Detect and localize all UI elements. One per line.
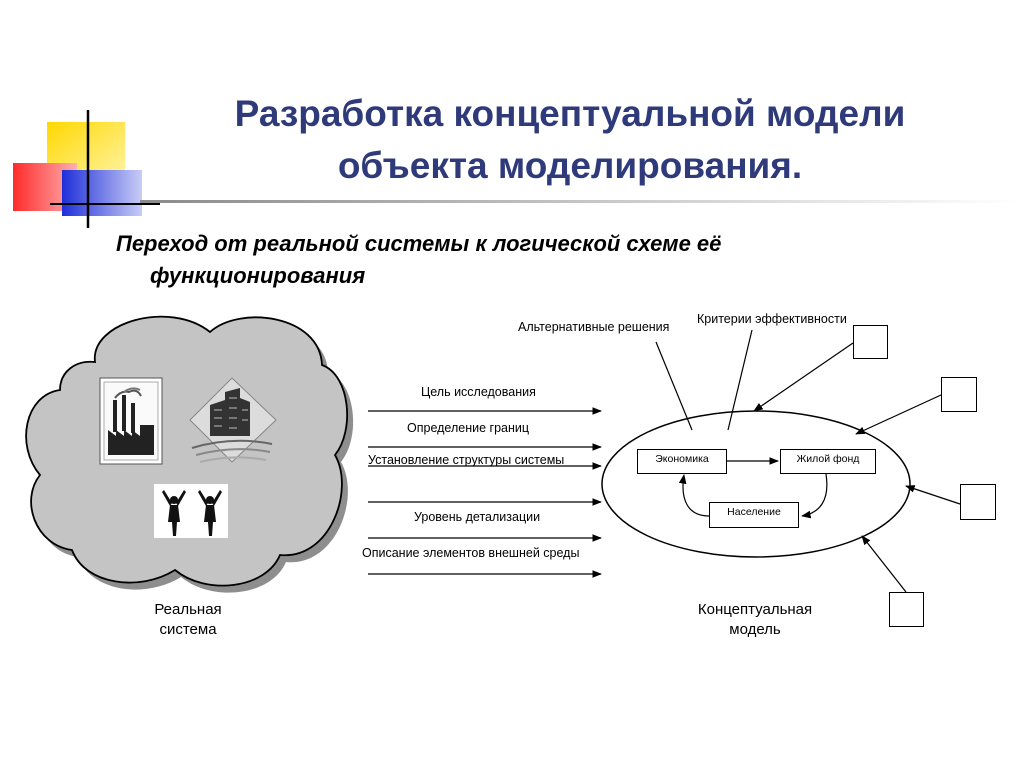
real-system-cloud — [25, 315, 354, 593]
arrow-input-1 — [753, 342, 854, 412]
caption-concept-model-line-2: модель — [729, 621, 781, 638]
title-line-1: Разработка концептуальной модели — [234, 93, 906, 134]
arrow-population-economy — [678, 474, 710, 517]
caption-concept-model: Концептуальная модель — [680, 600, 830, 640]
arrow-input-4 — [861, 535, 907, 593]
caption-concept-model-line-1: Концептуальная — [697, 601, 813, 618]
external-input-square-4 — [889, 592, 924, 627]
caption-real-system-line-2: система — [159, 621, 217, 638]
label-environment: Описание элементов внешней среды — [362, 546, 580, 560]
external-input-square-3 — [960, 484, 996, 520]
box-population: Население — [709, 502, 799, 528]
external-input-square-2 — [941, 377, 977, 412]
factory-icon — [99, 377, 163, 465]
buildings-icon — [189, 377, 277, 463]
label-detail-level: Уровень детализации — [414, 510, 541, 524]
box-economy: Экономика — [637, 449, 727, 474]
subtitle-line-2: функционирования — [150, 263, 366, 288]
label-alternative-solutions: Альтернативные решения — [518, 320, 670, 334]
label-boundaries: Определение границ — [407, 421, 530, 435]
label-research-goal: Цель исследования — [421, 385, 536, 399]
label-structure: Установление структуры системы — [368, 453, 565, 467]
arrow-input-2 — [855, 394, 942, 435]
criteria-pointer — [727, 329, 753, 431]
arrow-housing-population — [801, 473, 828, 519]
title-underline — [140, 200, 1020, 203]
external-input-square-1 — [853, 325, 888, 359]
concept-model-ellipse — [601, 410, 911, 558]
subtitle-line-1: Переход от реальной системы к логической… — [116, 231, 722, 256]
people-icon — [154, 484, 228, 538]
caption-real-system-line-1: Реальная — [154, 601, 222, 618]
title-line-2: объекта моделирования. — [337, 145, 803, 186]
caption-real-system: Реальная система — [128, 600, 248, 640]
label-efficiency-criteria: Критерии эффективности — [697, 312, 847, 326]
page-title: Разработка концептуальной модели объекта… — [150, 88, 990, 192]
decorative-corner-squares — [13, 110, 160, 228]
subtitle: Переход от реальной системы к логической… — [116, 228, 916, 292]
box-housing: Жилой фонд — [780, 449, 876, 474]
alternatives-pointer — [655, 341, 693, 431]
arrow-input-3 — [905, 485, 961, 505]
